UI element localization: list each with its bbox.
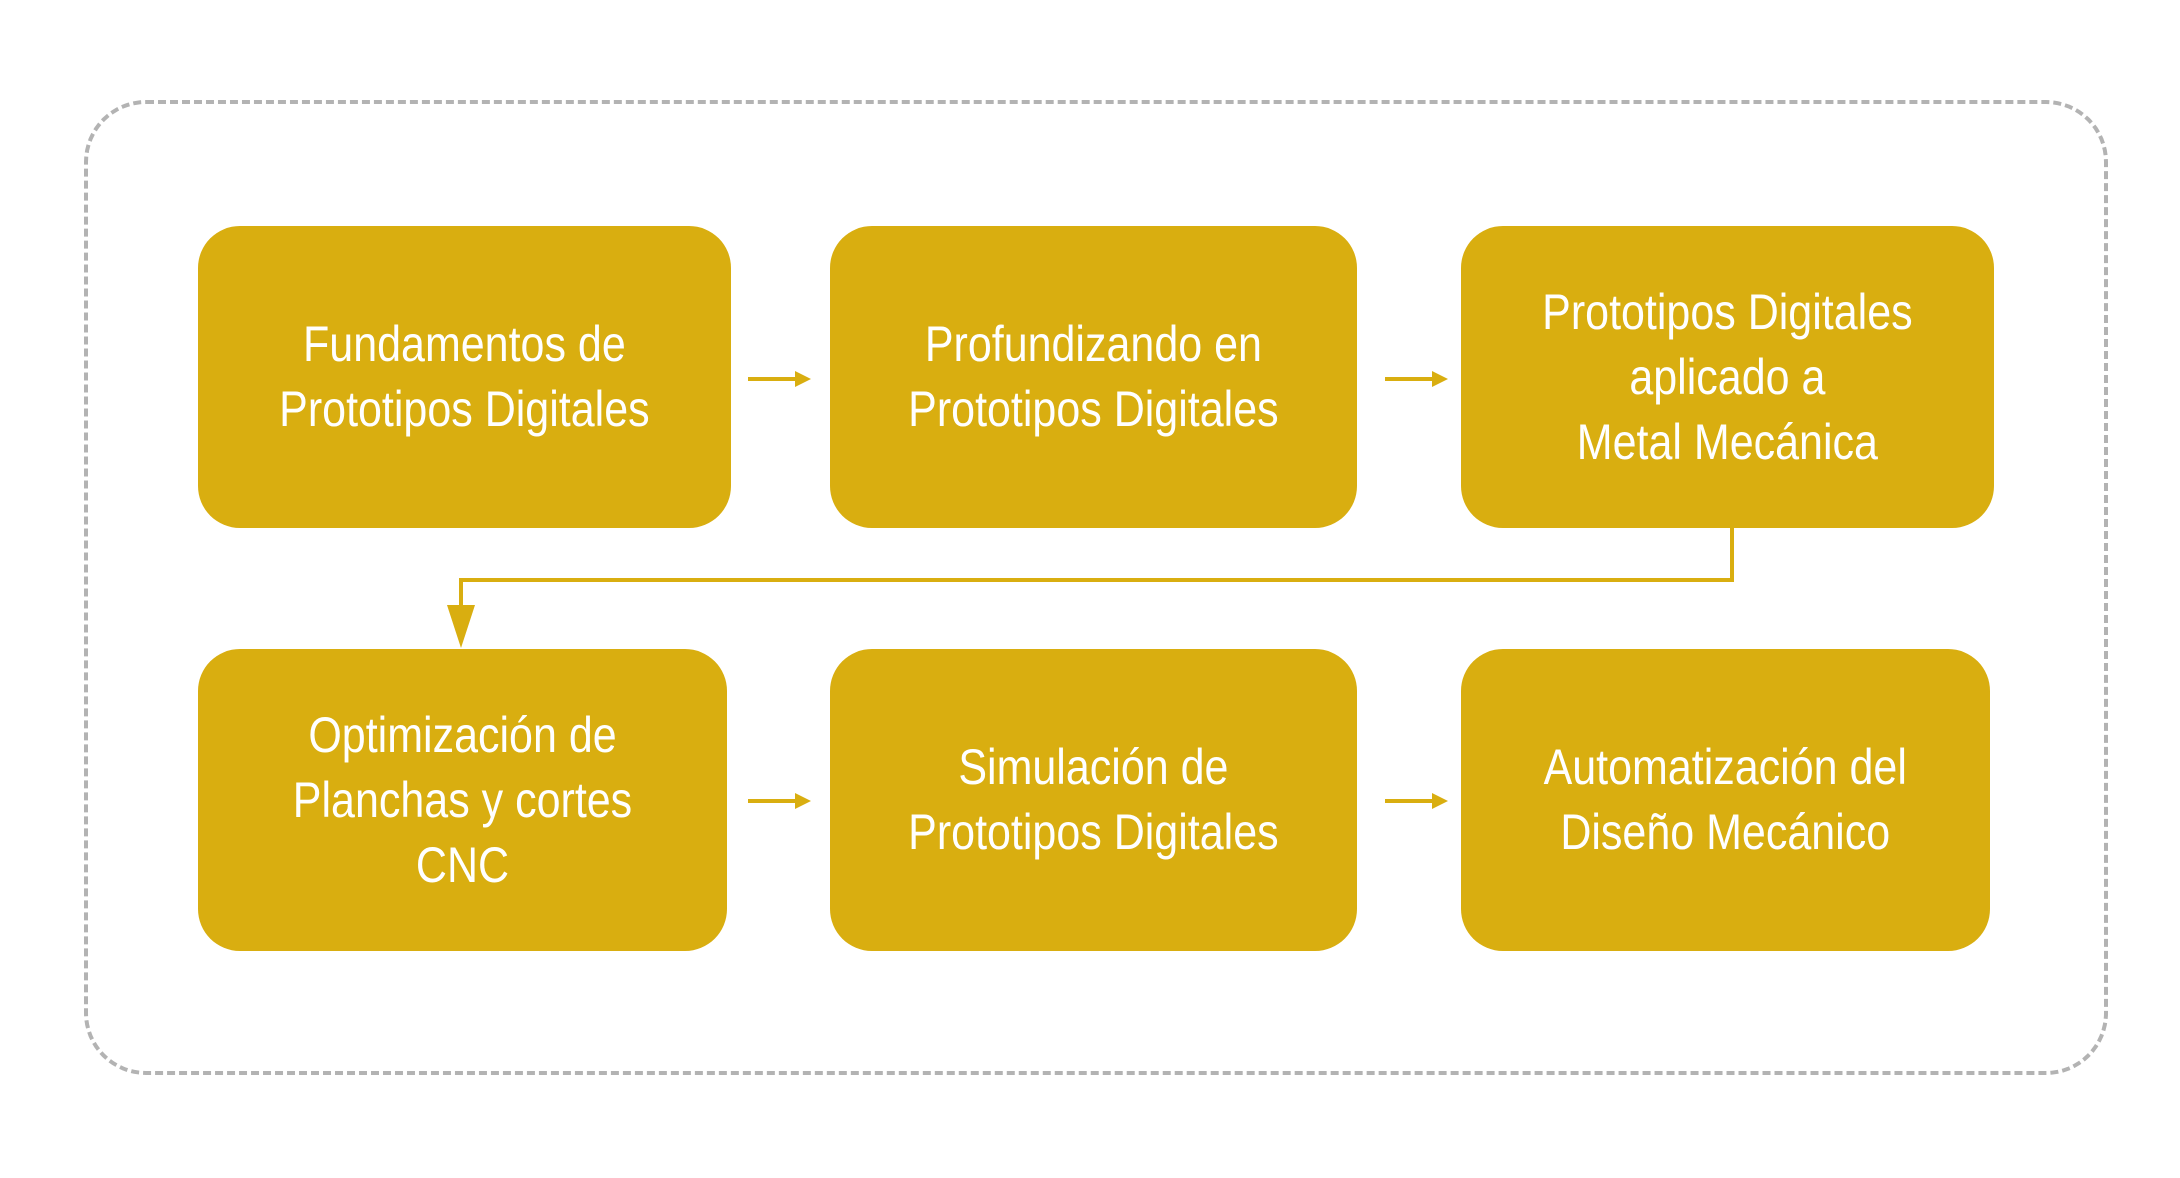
arrow-n1-n2 — [748, 371, 811, 387]
arrow-n4-n5 — [748, 793, 811, 809]
node-label: Automatización del Diseño Mecánico — [1543, 739, 1908, 860]
arrow-n5-n6 — [1385, 793, 1448, 809]
arrow-n2-n3 — [1385, 371, 1448, 387]
node-fundamentos: Fundamentos de Prototipos Digitales — [198, 226, 731, 528]
node-metal-mecanica: Prototipos Digitales aplicado a Metal Me… — [1461, 226, 1994, 528]
node-optimizacion: Optimización de Planchas y cortes CNC — [198, 649, 727, 951]
node-profundizando: Profundizando en Prototipos Digitales — [830, 226, 1357, 528]
dashed-frame — [84, 100, 2108, 1075]
node-simulacion: Simulación de Prototipos Digitales — [830, 649, 1357, 951]
node-label: Prototipos Digitales aplicado a Metal Me… — [1542, 283, 1913, 470]
node-label: Simulación de Prototipos Digitales — [908, 739, 1279, 860]
node-automatizacion: Automatización del Diseño Mecánico — [1461, 649, 1990, 951]
arrow-n3-n4 — [447, 528, 1734, 648]
node-label: Optimización de Planchas y cortes CNC — [292, 706, 633, 893]
node-label: Fundamentos de Prototipos Digitales — [279, 316, 650, 437]
node-label: Profundizando en Prototipos Digitales — [908, 316, 1279, 437]
